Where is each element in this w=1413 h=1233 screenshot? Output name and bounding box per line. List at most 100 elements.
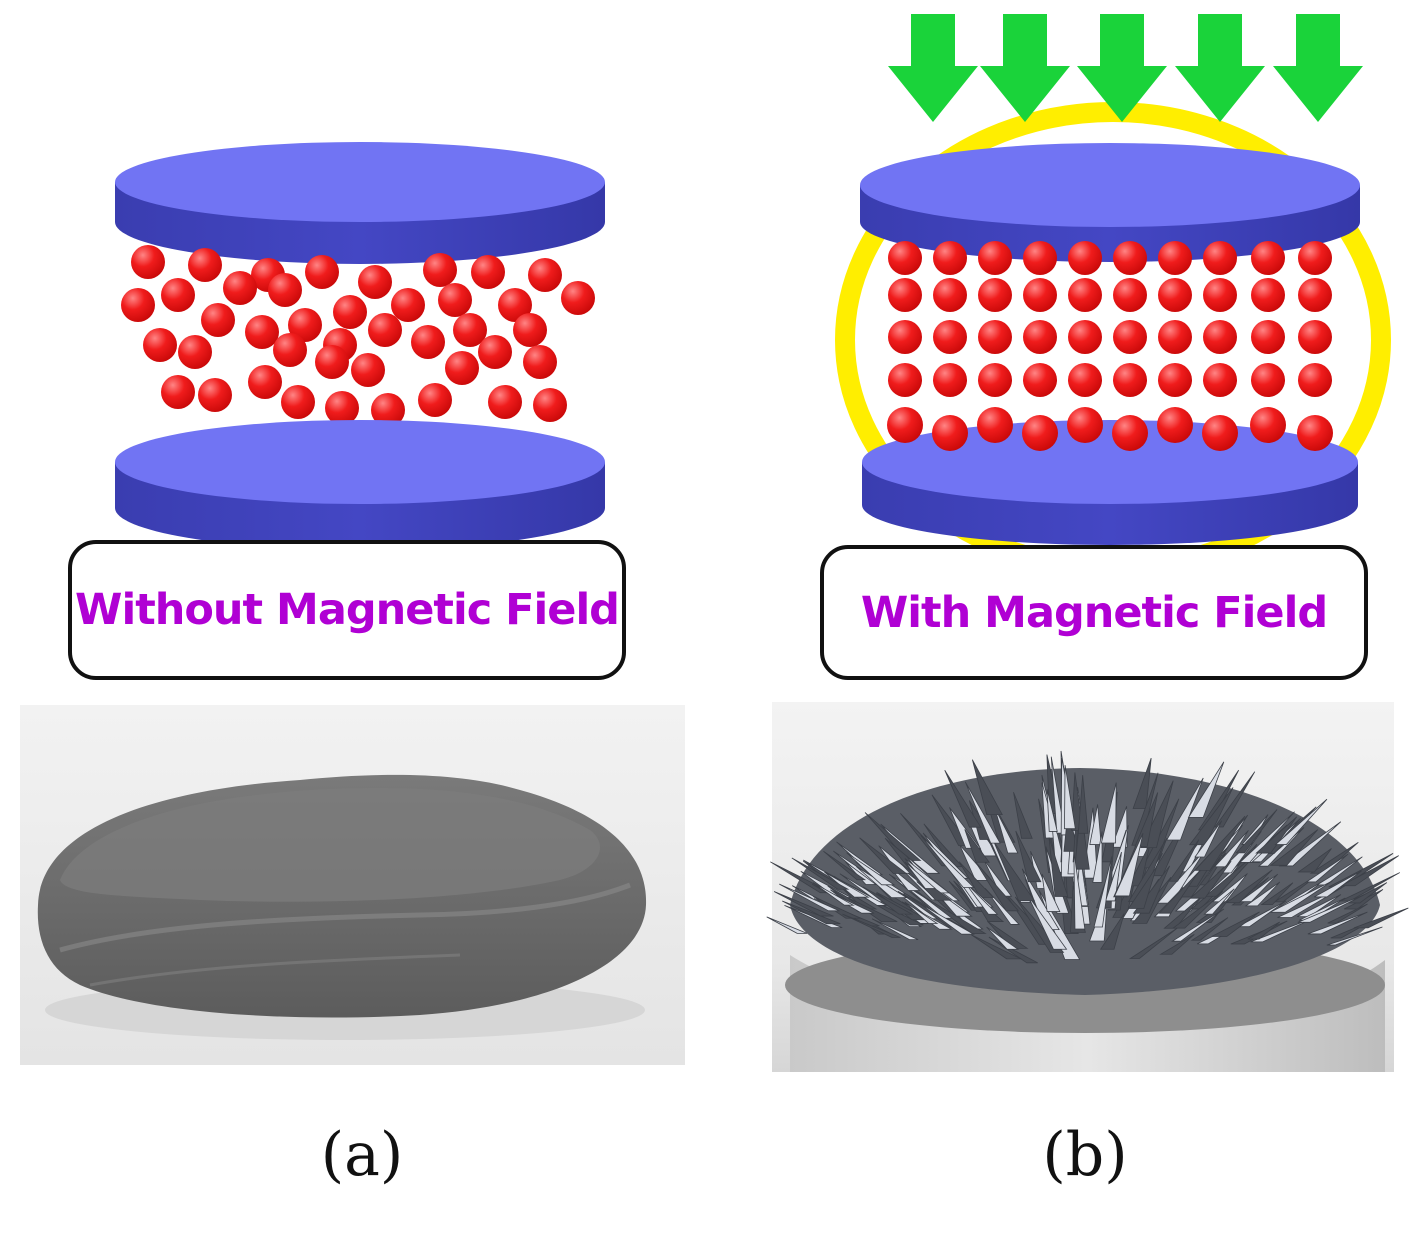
spike xyxy=(1305,853,1349,883)
spike xyxy=(1064,765,1076,830)
spike xyxy=(782,900,841,925)
spike xyxy=(919,903,976,935)
particle xyxy=(528,258,562,292)
particle xyxy=(933,278,967,312)
spike xyxy=(1156,848,1207,904)
particle xyxy=(1251,363,1285,397)
particle xyxy=(178,335,212,369)
spike xyxy=(1015,830,1042,883)
particle xyxy=(1113,320,1147,354)
spike xyxy=(1315,856,1363,886)
spike xyxy=(1014,896,1065,953)
spike xyxy=(922,896,987,934)
particle xyxy=(1203,241,1237,275)
particle xyxy=(368,313,402,347)
panel-b-schematic xyxy=(835,14,1391,578)
particle xyxy=(371,393,405,427)
spike xyxy=(988,936,1038,964)
spike xyxy=(1074,808,1090,870)
particle xyxy=(1113,241,1147,275)
particle xyxy=(1113,363,1147,397)
particle xyxy=(131,245,165,279)
spike xyxy=(862,886,914,915)
spike xyxy=(964,829,990,863)
spike xyxy=(958,861,995,898)
particle xyxy=(933,241,967,275)
particle xyxy=(305,255,339,289)
spike xyxy=(975,861,1020,912)
particle xyxy=(523,345,557,379)
spike xyxy=(1187,761,1225,818)
spike xyxy=(1237,900,1287,928)
spike xyxy=(1247,921,1280,940)
spike xyxy=(842,913,901,938)
particle xyxy=(1203,278,1237,312)
particle xyxy=(1068,363,1102,397)
spike xyxy=(1340,855,1399,887)
particle xyxy=(1158,363,1192,397)
spike xyxy=(986,920,1029,949)
particle xyxy=(1023,363,1057,397)
particle xyxy=(281,385,315,419)
particle xyxy=(471,255,505,289)
particle xyxy=(888,320,922,354)
particle xyxy=(445,351,479,385)
down-arrow-icon xyxy=(888,14,978,122)
spike xyxy=(846,852,896,886)
spike xyxy=(1235,809,1278,854)
particle xyxy=(978,278,1012,312)
particle xyxy=(1068,241,1102,275)
spike xyxy=(1327,903,1368,924)
particle xyxy=(1022,415,1058,451)
spike xyxy=(1159,934,1195,955)
particle xyxy=(411,325,445,359)
spike xyxy=(923,823,964,868)
particle xyxy=(977,407,1013,443)
spike xyxy=(1194,820,1223,858)
spike xyxy=(1166,777,1204,841)
spike xyxy=(1092,831,1103,883)
spike xyxy=(1194,815,1246,871)
particle xyxy=(513,313,547,347)
particle xyxy=(1298,363,1332,397)
particle xyxy=(887,407,923,443)
spike xyxy=(1163,897,1201,929)
particle xyxy=(888,278,922,312)
top-plate-b xyxy=(860,143,1360,262)
spike xyxy=(1046,789,1058,832)
spike xyxy=(791,857,850,890)
spike xyxy=(920,835,975,888)
spike xyxy=(766,916,808,934)
spike xyxy=(1260,882,1294,906)
spike xyxy=(963,881,999,915)
spike xyxy=(1041,873,1061,912)
spike xyxy=(1099,913,1125,950)
spike xyxy=(1189,860,1232,899)
particle xyxy=(201,303,235,337)
particle xyxy=(1297,415,1333,451)
spike xyxy=(983,859,1013,897)
particle xyxy=(121,288,155,322)
spike xyxy=(1150,808,1193,877)
spike xyxy=(1127,866,1157,909)
particle xyxy=(1023,320,1057,354)
spike xyxy=(1340,872,1400,902)
particle xyxy=(1158,320,1192,354)
spike xyxy=(1211,911,1260,937)
particle xyxy=(391,288,425,322)
particle xyxy=(268,273,302,307)
particle xyxy=(1158,278,1192,312)
label-with-magnetic-field: With Magnetic Field xyxy=(820,545,1368,680)
spike xyxy=(1269,880,1333,913)
particle xyxy=(315,345,349,379)
particle xyxy=(325,391,359,425)
spike xyxy=(1277,887,1343,918)
spike xyxy=(1314,870,1362,898)
spike xyxy=(1297,894,1342,918)
spike xyxy=(1255,816,1298,854)
spike xyxy=(823,850,867,881)
particle xyxy=(1251,278,1285,312)
spike xyxy=(971,759,1003,815)
particle xyxy=(1068,320,1102,354)
spike xyxy=(986,926,1020,950)
